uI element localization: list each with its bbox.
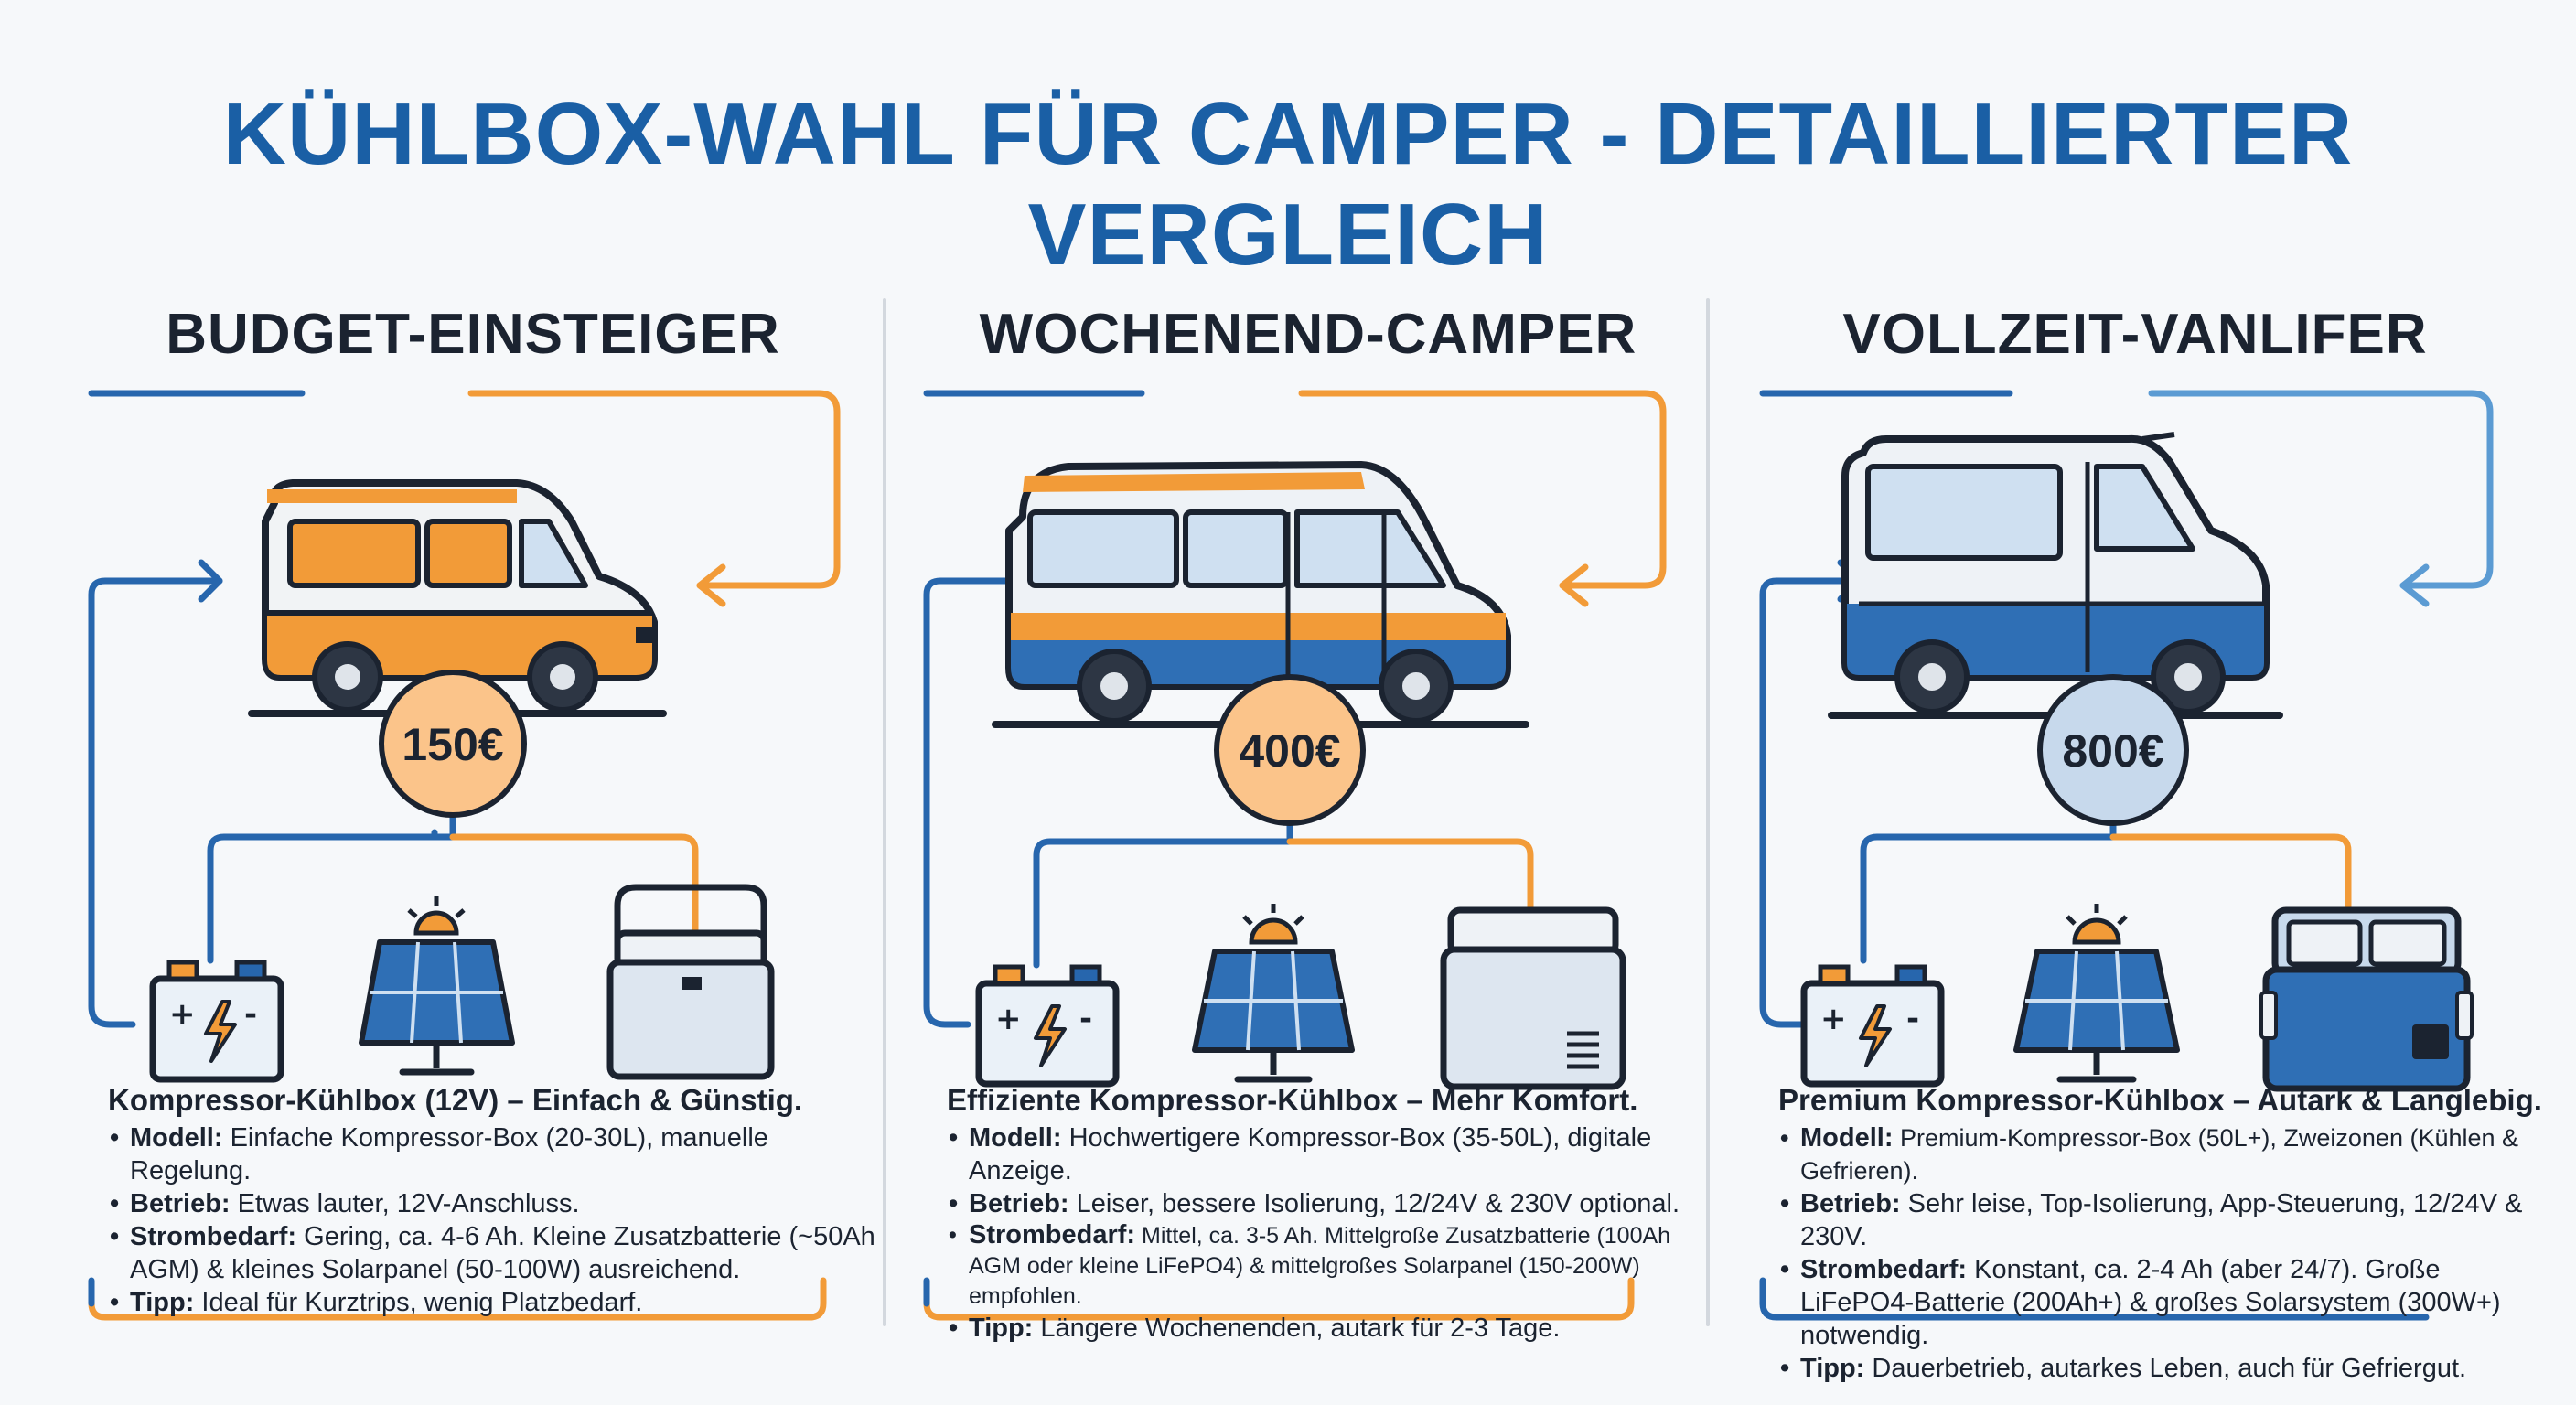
cooler-box-icon	[606, 884, 775, 1080]
description-block: Effiziente Kompressor-Kühlbox – Mehr Kom…	[947, 1081, 1715, 1345]
list-item: Betrieb: Sehr leise, Top-Isolierung, App…	[1778, 1187, 2551, 1253]
column-fulltime: VOLLZEIT-VANLIFER	[1712, 302, 2558, 1385]
list-item: Strombedarf: Konstant, ca. 2-4 Ah (aber …	[1778, 1253, 2551, 1352]
solar-panel-icon	[2013, 904, 2180, 1083]
column-weekend: WOCHENEND-CAMPER	[886, 302, 1731, 1354]
description-headline: Premium Kompressor-Kühlbox – Autark & La…	[1778, 1083, 2542, 1117]
description-headline: Effiziente Kompressor-Kühlbox – Mehr Kom…	[947, 1083, 1638, 1117]
battery-icon: + -	[149, 960, 284, 1083]
connector-lines: + -	[1759, 390, 2494, 1321]
list-item: Modell: Einfache Kompressor-Box (20-30L)…	[108, 1121, 895, 1187]
cooler-box-icon	[1440, 906, 1626, 1090]
price-tag-icon	[2037, 674, 2189, 826]
list-item: Strombedarf: Mittel, ca. 3-5 Ah. Mittelg…	[947, 1220, 1715, 1312]
list-item: Betrieb: Leiser, bessere Isolierung, 12/…	[947, 1187, 1715, 1220]
list-item: Strombedarf: Gering, ca. 4-6 Ah. Kleine …	[108, 1220, 895, 1286]
list-item: Modell: Hochwertigere Kompressor-Box (35…	[947, 1121, 1715, 1187]
battery-icon: + -	[975, 964, 1120, 1088]
svg-text:-: -	[244, 996, 257, 1033]
column-title: VOLLZEIT-VANLIFER	[1842, 303, 2428, 366]
page-title: KÜHLBOX-WAHL FÜR CAMPER - DETAILLIERTER …	[222, 85, 2354, 284]
price-tag-icon	[379, 670, 527, 818]
column-title: WOCHENEND-CAMPER	[979, 303, 1637, 366]
description-headline: Kompressor-Kühlbox (12V) – Einfach & Gün…	[108, 1083, 803, 1117]
svg-text:-: -	[1906, 1001, 1919, 1037]
description-block: Kompressor-Kühlbox (12V) – Einfach & Gün…	[108, 1081, 895, 1319]
column-budget: BUDGET-EINSTEIGER	[50, 302, 896, 1354]
price-label: 150€	[402, 719, 504, 770]
list-item: Betrieb: Etwas lauter, 12V-Anschluss.	[108, 1187, 895, 1220]
van-icon	[992, 461, 1530, 728]
column-divider-1	[883, 298, 886, 1326]
cooler-box-icon	[2259, 906, 2474, 1092]
list-item: Tipp: Ideal für Kurztrips, wenig Platzbe…	[108, 1286, 895, 1319]
column-divider-2	[1706, 298, 1710, 1326]
price-label: 400€	[1239, 725, 1341, 777]
list-item: Modell: Premium-Kompressor-Box (50L+), Z…	[1778, 1121, 2551, 1187]
description-block: Premium Kompressor-Kühlbox – Autark & La…	[1778, 1081, 2551, 1385]
price-label: 800€	[2062, 725, 2164, 777]
van-icon	[248, 479, 667, 717]
battery-icon: + -	[1800, 964, 1945, 1088]
svg-text:+: +	[995, 1001, 1022, 1037]
svg-text:-: -	[1079, 1001, 1092, 1037]
solar-panel-icon	[359, 896, 515, 1076]
solar-panel-icon	[1192, 904, 1355, 1083]
list-item: Tipp: Längere Wochenenden, autark für 2-…	[947, 1312, 1715, 1345]
van-icon	[1828, 432, 2283, 719]
price-tag-icon	[1214, 674, 1366, 826]
svg-text:+: +	[1820, 1001, 1847, 1037]
column-title: BUDGET-EINSTEIGER	[166, 303, 780, 366]
svg-text:+: +	[169, 996, 196, 1033]
list-item: Tipp: Dauerbetrieb, autarkes Leben, auch…	[1778, 1352, 2551, 1385]
connector-lines: + -	[923, 390, 1667, 1321]
